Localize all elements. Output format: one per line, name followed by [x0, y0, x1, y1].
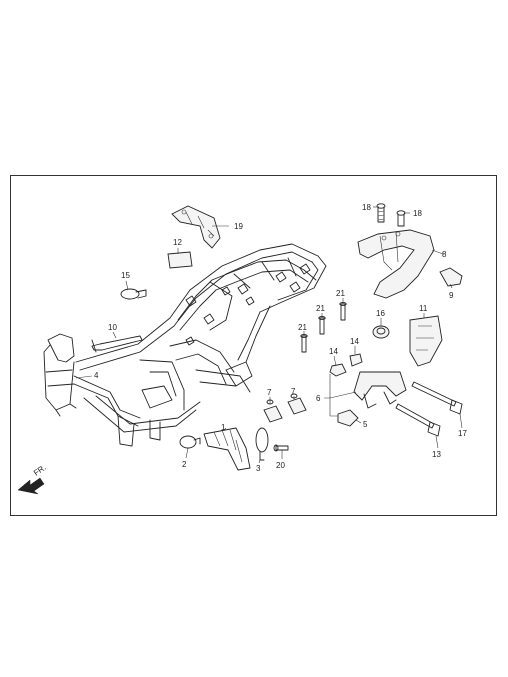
callout-21a: 21 — [336, 289, 345, 298]
nut-part-14a — [329, 363, 347, 377]
front-direction-arrow: FR. — [17, 463, 48, 495]
callout-21b: 21 — [316, 304, 325, 313]
callout-14b: 14 — [350, 337, 359, 346]
callout-6: 6 — [316, 394, 321, 403]
bolt-part-21b — [318, 315, 326, 335]
cable-part-10 — [91, 335, 143, 353]
long-bolt-part-13 — [395, 403, 441, 437]
clamp-part-3 — [255, 427, 269, 461]
callout-13: 13 — [432, 450, 441, 459]
bolt-part-21a — [339, 301, 347, 321]
rubber-cap-part-9 — [439, 267, 463, 287]
direction-label: FR. — [32, 463, 48, 478]
boot-part-1 — [203, 427, 251, 471]
callout-16: 16 — [376, 309, 385, 318]
callout-7b: 7 — [291, 387, 296, 396]
callout-19: 19 — [234, 222, 243, 231]
callout-20: 20 — [276, 461, 285, 470]
callout-14a: 14 — [329, 347, 338, 356]
callout-18b: 18 — [413, 209, 422, 218]
callout-1: 1 — [221, 423, 226, 432]
stand-part-6 — [353, 371, 407, 409]
spacer-part-7a — [263, 399, 283, 423]
shield-part-11 — [409, 315, 443, 367]
callout-12: 12 — [173, 238, 182, 247]
bracket-part-19 — [171, 205, 221, 249]
callout-5: 5 — [363, 420, 368, 429]
clamp-part-2 — [179, 435, 201, 449]
callout-9: 9 — [449, 291, 454, 300]
callout-4: 4 — [94, 371, 99, 380]
nut-part-14b — [349, 353, 363, 367]
diagram-frame — [10, 175, 497, 516]
grommet-part-16 — [372, 325, 390, 339]
callout-7a: 7 — [267, 388, 272, 397]
callout-10: 10 — [108, 323, 117, 332]
callout-21c: 21 — [298, 323, 307, 332]
spacer-part-7b — [287, 393, 307, 415]
stopper-part-5 — [337, 409, 359, 427]
callout-8: 8 — [442, 250, 447, 259]
main-frame-part — [43, 243, 327, 447]
callout-2: 2 — [182, 460, 187, 469]
callout-17: 17 — [458, 429, 467, 438]
bolt-part-18b — [396, 210, 406, 227]
bolt-part-20 — [273, 444, 289, 452]
callout-3: 3 — [256, 464, 261, 473]
bolt-part-21c — [300, 333, 308, 353]
callout-18a: 18 — [362, 203, 371, 212]
bolt-part-18a — [376, 203, 386, 223]
clamp-part-15 — [120, 288, 147, 300]
grab-rail-part-8 — [357, 229, 435, 299]
long-bolt-part-17 — [411, 381, 463, 415]
callout-11: 11 — [419, 304, 428, 313]
label-plate-part-12 — [167, 251, 193, 269]
leader-lines — [75, 206, 463, 464]
callout-15: 15 — [121, 271, 130, 280]
